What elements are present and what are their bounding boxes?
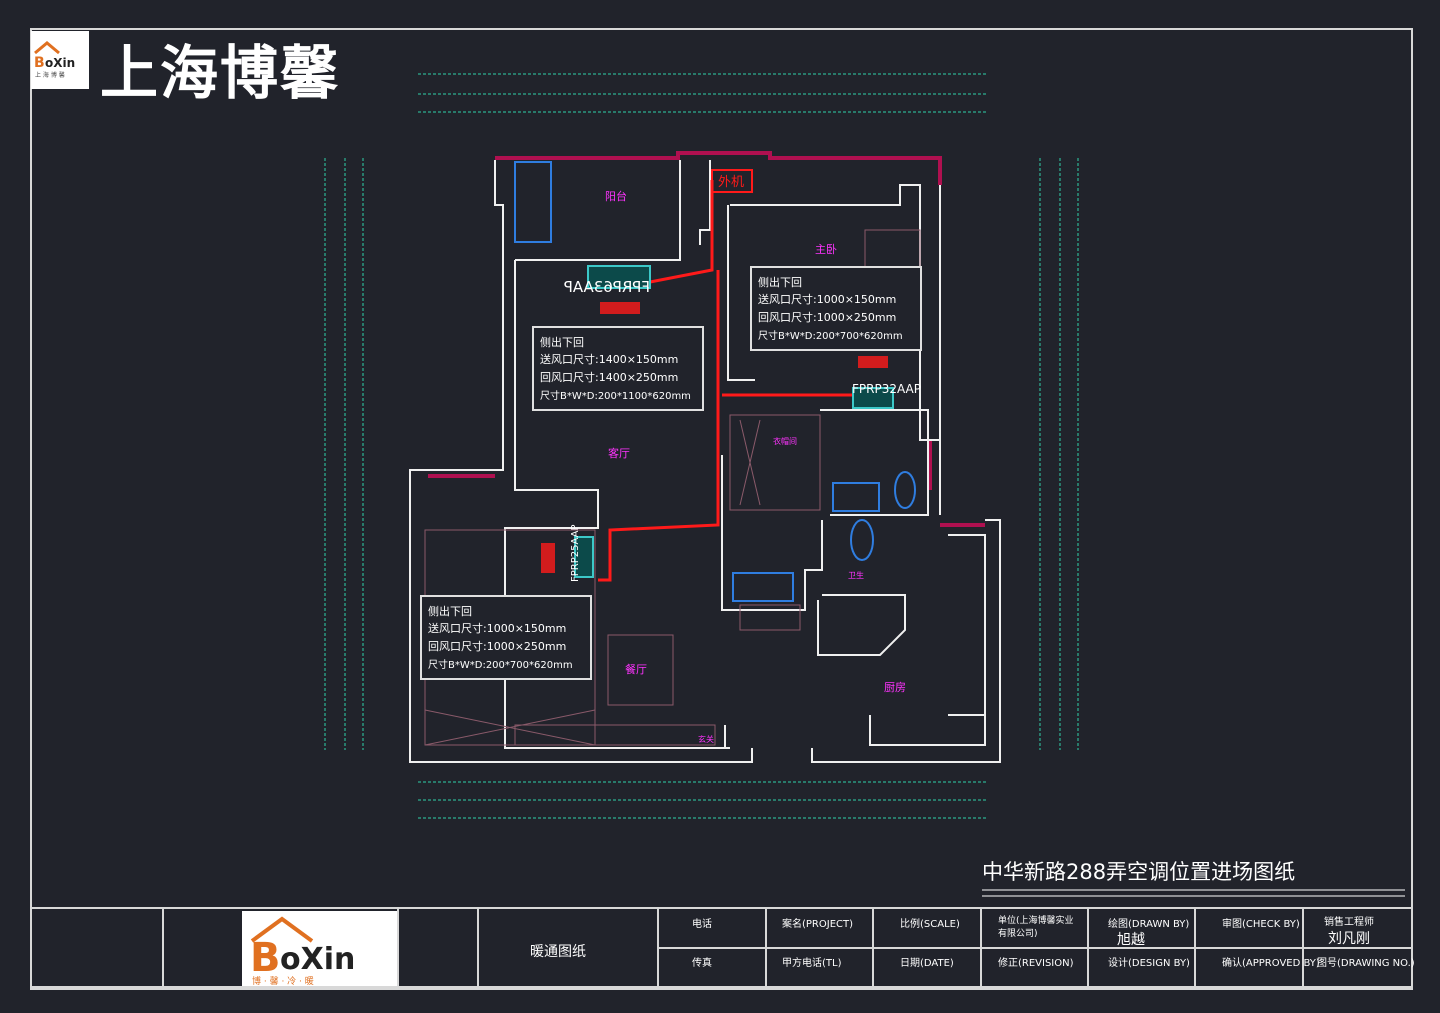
- bathtub-icon: [732, 572, 794, 602]
- unit-note-box: 侧出下回 送风口尺寸:1000×150mm 回风口尺寸:1000×250mm 尺…: [750, 266, 922, 351]
- dimension-lines: [324, 73, 1079, 819]
- svg-text:侧出下回: 侧出下回: [758, 275, 802, 289]
- unit-model-label: FPRP32AAP: [852, 382, 921, 396]
- refrigerant-ducts: [598, 169, 855, 582]
- brand-logo: B oXin 博 · 馨 · 冷 · 暖: [242, 911, 397, 987]
- unit-note-box: 侧出下回 送风口尺寸:1000×150mm 回风口尺寸:1000×250mm 尺…: [420, 595, 592, 680]
- unit-model-label: FPRP25AAP: [570, 525, 581, 582]
- svg-text:送风口尺寸:1400×150mm: 送风口尺寸:1400×150mm: [540, 352, 678, 366]
- outdoor-unit-label: 外机: [718, 175, 744, 190]
- svg-text:送风口尺寸:1000×150mm: 送风口尺寸:1000×150mm: [428, 621, 566, 635]
- sink-icon: [832, 482, 880, 512]
- airflow-arrows: [541, 302, 888, 573]
- svg-text:尺寸B*W*D:200*700*620mm: 尺寸B*W*D:200*700*620mm: [758, 329, 903, 342]
- unit-model-label: FPRP63AAP: [564, 278, 650, 296]
- room-label-living-room: 客厅: [608, 446, 630, 460]
- room-label-balcony: 阳台: [605, 189, 627, 203]
- svg-text:上 海 博 馨: 上 海 博 馨: [35, 71, 65, 79]
- room-label-kitchen: 厨房: [884, 681, 906, 694]
- exterior-walls-magenta: [428, 151, 985, 527]
- svg-text:B: B: [250, 935, 281, 981]
- svg-text:尺寸B*W*D:200*1100*620mm: 尺寸B*W*D:200*1100*620mm: [540, 389, 691, 402]
- svg-text:送风口尺寸:1000×150mm: 送风口尺寸:1000×150mm: [758, 292, 896, 306]
- svg-text:回风口尺寸:1000×250mm: 回风口尺寸:1000×250mm: [758, 310, 896, 324]
- brand-title: 上海博馨: [100, 39, 341, 107]
- toilet-icon: [894, 471, 916, 509]
- washer-icon: [514, 161, 552, 243]
- svg-text:侧出下回: 侧出下回: [540, 335, 584, 349]
- svg-text:回风口尺寸:1000×250mm: 回风口尺寸:1000×250mm: [428, 639, 566, 653]
- room-label-master-bedroom: 主卧: [815, 243, 837, 256]
- drawing-type: 暖通图纸: [530, 944, 586, 960]
- title-block: B oXin 博 · 馨 · 冷 · 暖 暖通图纸 电话 传真 案名(PROJE…: [30, 907, 1415, 988]
- room-label-bathroom: 卫生: [848, 570, 864, 580]
- drawing-frame: [30, 28, 1413, 990]
- svg-text:尺寸B*W*D:200*700*620mm: 尺寸B*W*D:200*700*620mm: [428, 658, 573, 671]
- svg-text:oXin: oXin: [45, 56, 75, 70]
- svg-text:B: B: [34, 55, 45, 71]
- unit-note-box: 侧出下回 送风口尺寸:1400×150mm 回风口尺寸:1400×250mm 尺…: [532, 326, 704, 411]
- svg-text:博 · 馨 · 冷 · 暖: 博 · 馨 · 冷 · 暖: [252, 975, 314, 986]
- room-label-dining-room: 餐厅: [625, 662, 647, 676]
- room-label-cloakroom: 衣帽间: [773, 436, 797, 446]
- walls: [409, 160, 1001, 763]
- svg-text:oXin: oXin: [280, 942, 355, 977]
- svg-text:侧出下回: 侧出下回: [428, 604, 472, 618]
- svg-text:回风口尺寸:1400×250mm: 回风口尺寸:1400×250mm: [540, 370, 678, 384]
- title-block-divider: [162, 909, 164, 986]
- ac-units: [574, 265, 894, 578]
- room-label-entrance: 玄关: [698, 734, 714, 744]
- drawing-title: 中华新路288弄空调位置进场图纸: [982, 860, 1296, 884]
- brand-logo: B oXin 上 海 博 馨: [31, 31, 89, 89]
- outdoor-unit-icon: [711, 169, 753, 193]
- fixtures: [514, 161, 916, 602]
- furniture-outlines: [424, 229, 921, 746]
- toilet-icon: [850, 519, 874, 561]
